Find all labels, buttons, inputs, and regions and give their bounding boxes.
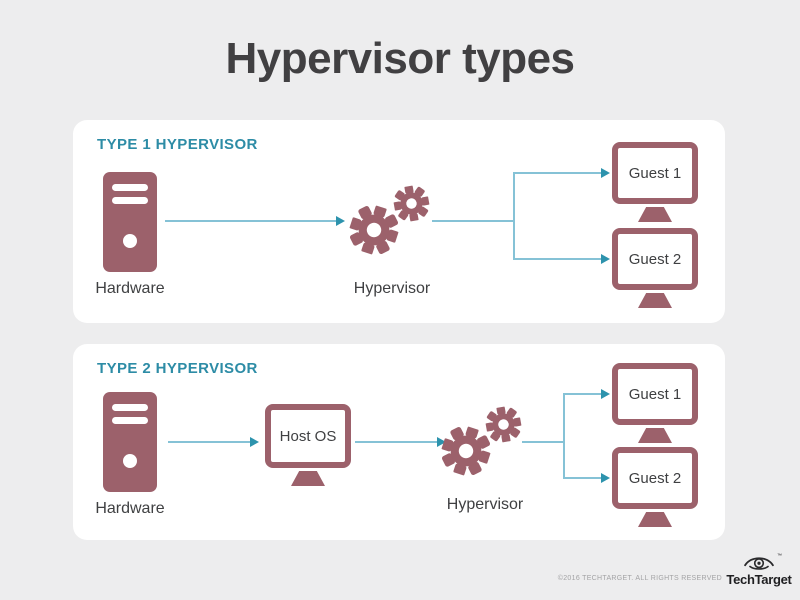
hardware-tower-icon xyxy=(103,392,157,492)
host-os-label: Host OS xyxy=(279,427,337,445)
monitor-stand-icon xyxy=(638,293,672,308)
connector-line xyxy=(563,393,565,479)
connector-line xyxy=(563,393,601,395)
brand-name: TechTarget xyxy=(726,572,792,587)
type1-heading: TYPE 1 HYPERVISOR xyxy=(97,136,258,153)
tower-power-button xyxy=(123,234,137,248)
guest1-label: Guest 1 xyxy=(628,385,682,403)
monitor-stand-icon xyxy=(638,207,672,222)
page-title: Hypervisor types xyxy=(225,34,575,83)
host-os-monitor-icon: Host OS xyxy=(265,404,351,468)
monitor-stand-icon xyxy=(638,428,672,443)
arrow-hostos-to-hypervisor xyxy=(355,441,437,443)
hardware-label: Hardware xyxy=(95,500,165,517)
type2-heading: TYPE 2 HYPERVISOR xyxy=(97,360,258,377)
monitor-stand-icon xyxy=(291,471,325,486)
guest2-monitor-icon: Guest 2 xyxy=(612,447,698,509)
arrowhead-icon xyxy=(601,254,610,264)
arrowhead-icon xyxy=(250,437,259,447)
monitor-stand-icon xyxy=(638,512,672,527)
tower-slot xyxy=(112,417,148,424)
trademark-symbol: ™ xyxy=(777,553,782,559)
tower-slot xyxy=(112,404,148,411)
arrowhead-icon xyxy=(601,168,610,178)
hardware-label: Hardware xyxy=(95,280,165,297)
tower-slot xyxy=(112,184,148,191)
arrowhead-icon xyxy=(601,389,610,399)
arrowhead-icon xyxy=(601,473,610,483)
hypervisor-label: Hypervisor xyxy=(353,280,431,297)
connector-line xyxy=(432,220,515,222)
arrowhead-icon xyxy=(437,437,446,447)
copyright-text: ©2016 TECHTARGET. ALL RIGHTS RESERVED xyxy=(557,575,722,582)
hardware-tower-icon xyxy=(103,172,157,272)
guest1-monitor-icon: Guest 1 xyxy=(612,363,698,425)
connector-line xyxy=(522,441,565,443)
connector-line xyxy=(513,172,515,260)
guest1-monitor-icon: Guest 1 xyxy=(612,142,698,204)
techtarget-eye-icon xyxy=(744,557,774,570)
guest1-label: Guest 1 xyxy=(628,164,682,182)
guest2-label: Guest 2 xyxy=(628,250,682,268)
tower-slot xyxy=(112,197,148,204)
arrowhead-icon xyxy=(336,216,345,226)
connector-line xyxy=(513,258,601,260)
panel-type1-hypervisor: TYPE 1 HYPERVISOR Hardware Hypervisor Gu… xyxy=(73,120,725,323)
guest2-monitor-icon: Guest 2 xyxy=(612,228,698,290)
hypervisor-label: Hypervisor xyxy=(446,496,524,513)
panel-type2-hypervisor: TYPE 2 HYPERVISOR Hardware Host OS Hyper… xyxy=(73,344,725,540)
arrow-hardware-to-hostos xyxy=(168,441,250,443)
connector-line xyxy=(513,172,601,174)
hypervisor-gear-small-icon xyxy=(391,183,432,224)
techtarget-logo: ™ TechTarget xyxy=(726,553,792,587)
hypervisor-gear-small-icon xyxy=(483,404,524,445)
arrow-hardware-to-hypervisor xyxy=(165,220,337,222)
guest2-label: Guest 2 xyxy=(628,469,682,487)
connector-line xyxy=(563,477,601,479)
tower-power-button xyxy=(123,454,137,468)
